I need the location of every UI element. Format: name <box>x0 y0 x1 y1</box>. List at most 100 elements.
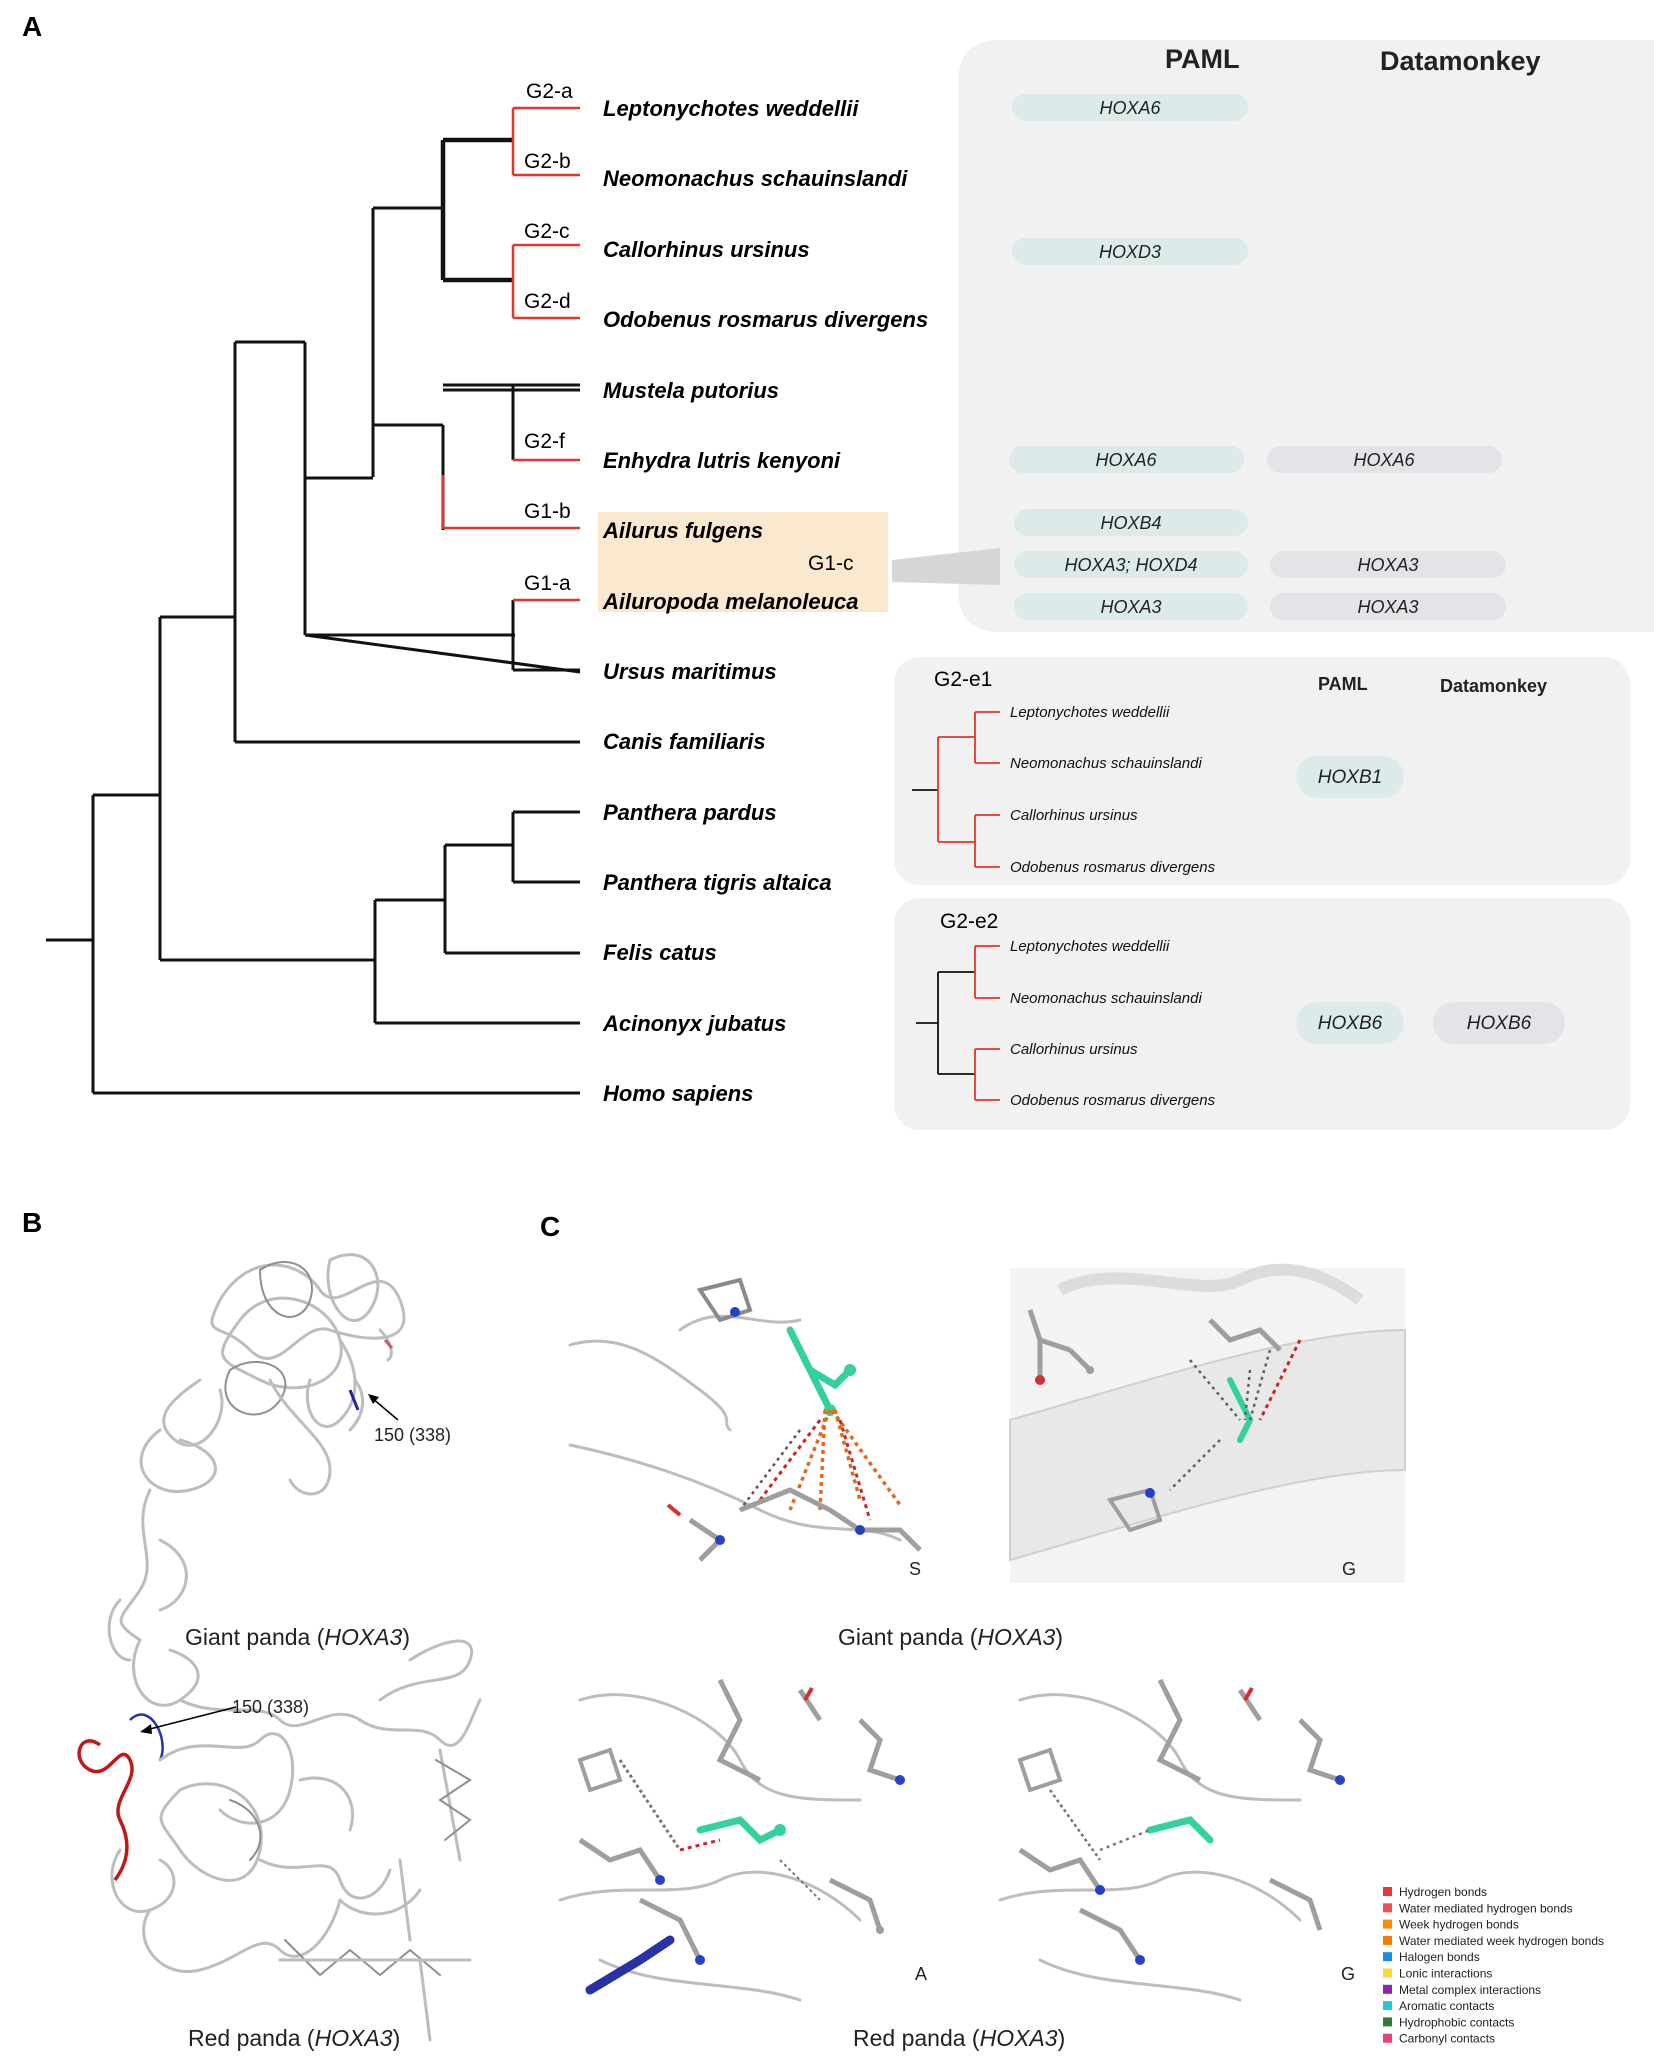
legend-label: Water mediated hydrogen bonds <box>1399 1901 1573 1915</box>
species-label: Leptonychotes weddellii <box>603 96 859 121</box>
clade-label-g2d: G2-d <box>524 290 571 313</box>
pill-row5-dm <box>1270 551 1506 578</box>
site-arrow-red <box>145 1706 237 1731</box>
legend-swatch <box>1383 2001 1392 2011</box>
gene-row5-paml: HOXA3; HOXD4 <box>1064 555 1197 575</box>
legend-swatch <box>1383 2033 1392 2043</box>
branches-g2c-g2d <box>511 243 580 320</box>
gene-row6-dm: HOXA3 <box>1357 597 1418 617</box>
residue-label: G <box>1342 1559 1356 1579</box>
main-col-datamonkey: Datamonkey <box>1380 46 1541 76</box>
node-ursidae <box>511 600 580 672</box>
site-label-giant: 150 (338) <box>374 1425 451 1445</box>
node-musteloidea-pinn <box>305 208 375 480</box>
legend-label: Water mediated week hydrogen bonds <box>1399 1934 1604 1948</box>
legend-label: Lonic interactions <box>1399 1967 1492 1981</box>
clade-label-g2f: G2-f <box>524 430 565 453</box>
species-label: Mustela putorius <box>603 378 779 403</box>
site-label-red: 150 (338) <box>232 1697 309 1717</box>
legend-swatch <box>1383 1952 1392 1962</box>
clade-labels: G2-a G2-b G2-c G2-d G2-f G1-b G1-a G1-c <box>524 80 854 595</box>
inset-e2-tree <box>916 945 1000 1101</box>
branches-g2a-g2b <box>511 106 580 177</box>
inset-e2-pill-paml <box>1296 1002 1404 1044</box>
species-label: Ailurus fulgens <box>602 518 763 543</box>
gene-row4-paml: HOXB4 <box>1100 513 1161 533</box>
pinniped-stems <box>443 137 513 283</box>
gene-row6-paml: HOXA3 <box>1100 597 1161 617</box>
species-label: Homo sapiens <box>603 1081 753 1106</box>
gene-row2-paml: HOXD3 <box>1099 242 1161 262</box>
inset-e1-species: Callorhinus ursinus <box>1010 807 1138 824</box>
inset-e2-gene-paml: HOXB6 <box>1318 1013 1383 1034</box>
legend-swatch <box>1383 1984 1392 1994</box>
node-carnivora <box>158 615 375 962</box>
g1c-callout-wedge <box>892 548 1000 585</box>
g1c-highlight <box>598 512 888 612</box>
inset-e2-species: Callorhinus ursinus <box>1010 1041 1138 1058</box>
pill-row6-paml <box>1014 593 1248 620</box>
clade-label-g2b: G2-b <box>524 150 571 173</box>
legend-swatch <box>1383 1968 1392 1978</box>
inset-e1-tree <box>912 711 1000 868</box>
species-label: Acinonyx jubatus <box>602 1011 786 1036</box>
pill-row1-paml <box>1012 94 1248 121</box>
panel-a-letter: A <box>22 11 42 42</box>
main-table-pills: HOXA6 HOXD3 HOXA6 HOXA6 HOXB4 HOXA3; HOX… <box>1009 94 1506 620</box>
species-label: Panthera tigris altaica <box>603 870 832 895</box>
legend-label: Aromatic contacts <box>1399 1999 1494 2013</box>
site-150-marker-giant <box>348 1389 360 1411</box>
legend-swatch <box>1383 1935 1392 1945</box>
inset-g2-e2-box <box>894 898 1630 1130</box>
species-label: Odobenus rosmarus divergens <box>603 307 928 332</box>
caption-b-red: Red panda (HOXA3) <box>188 2025 400 2051</box>
gene-row1-paml: HOXA6 <box>1099 98 1161 118</box>
legend-label: Halogen bonds <box>1399 1950 1480 1964</box>
clade-label-g2a: G2-a <box>526 80 573 103</box>
pill-row3-dm <box>1267 446 1502 473</box>
species-label: Canis familiaris <box>603 729 766 754</box>
species-label: Neomonachus schauinslandi <box>603 166 908 191</box>
residue-label: A <box>915 1964 927 1984</box>
node-feliformia <box>373 898 580 1025</box>
legend-label: Metal complex interactions <box>1399 1983 1541 1997</box>
residue-label: G <box>1341 1964 1355 1984</box>
panel-c-letter: C <box>540 1211 560 1242</box>
inset-e2-pill-dm <box>1433 1002 1565 1044</box>
inset-e1-col-dm: Datamonkey <box>1440 676 1547 696</box>
node-panthera <box>511 810 580 884</box>
inset-g2-e1-box <box>894 657 1630 885</box>
inset-e2-species: Odobenus rosmarus divergens <box>1010 1092 1216 1109</box>
legend-swatch <box>1383 1903 1392 1913</box>
species-label: Ursus maritimus <box>603 659 777 684</box>
giant-panda-structure <box>107 1253 482 1747</box>
inset-e1-label: G2-e1 <box>934 668 992 691</box>
clade-label-g2c: G2-c <box>524 220 570 243</box>
node-felidae <box>443 843 580 955</box>
pill-row4-paml <box>1014 509 1248 536</box>
gene-row5-dm: HOXA3 <box>1357 555 1418 575</box>
inset-e2-gene-dm: HOXB6 <box>1467 1013 1532 1034</box>
selected-branches <box>441 106 580 602</box>
species-label: Callorhinus ursinus <box>603 237 810 262</box>
main-results-box <box>958 40 1654 632</box>
node-musteloidea <box>373 423 445 530</box>
gene-row3-dm: HOXA6 <box>1353 450 1415 470</box>
species-label: Ailuropoda melanoleuca <box>602 589 859 614</box>
legend-swatch <box>1383 1887 1392 1896</box>
legend-label: Hydrophobic contacts <box>1399 2015 1514 2029</box>
residue-view-g-bottom: G <box>998 1678 1355 2002</box>
clade-label-g1b: G1-b <box>524 500 571 523</box>
red-panda-structure <box>77 1713 472 2042</box>
legend-swatch <box>1383 2017 1392 2027</box>
inset-e1-species: Odobenus rosmarus divergens <box>1010 859 1216 876</box>
clade-label-g1c: G1-c <box>808 552 854 575</box>
caption-c-red: Red panda (HOXA3) <box>853 2025 1065 2051</box>
main-col-paml: PAML <box>1165 44 1240 74</box>
legend-label: Hydrogen bonds <box>1399 1885 1487 1899</box>
clade-label-g1a: G1-a <box>524 572 571 595</box>
node-root <box>91 793 580 1095</box>
residue-label: S <box>909 1559 921 1579</box>
